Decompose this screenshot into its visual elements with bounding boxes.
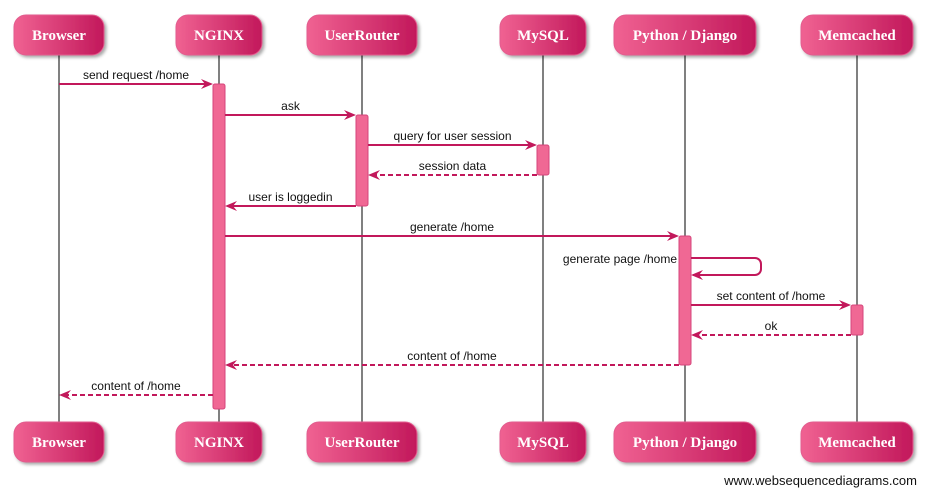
actor-box bbox=[800, 14, 914, 56]
actor-memcached-top[interactable]: Memcached bbox=[800, 14, 914, 56]
message-4: user is loggedin bbox=[225, 190, 356, 211]
activation-memcached bbox=[850, 304, 864, 336]
actor-browser-bottom[interactable]: Browser bbox=[13, 421, 105, 463]
actor-userrouter-top[interactable]: UserRouter bbox=[306, 14, 418, 56]
message-label: user is loggedin bbox=[248, 190, 332, 204]
message-label: content of /home bbox=[407, 349, 497, 363]
arrowhead bbox=[344, 110, 356, 120]
actor-label: Python / Django bbox=[633, 28, 737, 44]
actor-box bbox=[306, 421, 418, 463]
actor-label: Memcached bbox=[818, 28, 896, 44]
watermark[interactable]: www.websequencediagrams.com bbox=[724, 473, 917, 488]
actor-box bbox=[13, 421, 105, 463]
actor-label: NGINX bbox=[194, 28, 244, 44]
actor-box bbox=[499, 14, 587, 56]
actor-mysql-top[interactable]: MySQL bbox=[499, 14, 587, 56]
message-0: send request /home bbox=[59, 68, 213, 89]
actor-label: MySQL bbox=[517, 435, 569, 451]
arrowhead bbox=[691, 330, 703, 340]
actor-userrouter-bottom[interactable]: UserRouter bbox=[306, 421, 418, 463]
actor-browser-top[interactable]: Browser bbox=[13, 14, 105, 56]
message-label: generate /home bbox=[410, 220, 494, 234]
actor-mysql-bottom[interactable]: MySQL bbox=[499, 421, 587, 463]
actor-nginx-top[interactable]: NGINX bbox=[175, 14, 263, 56]
message-label: content of /home bbox=[91, 379, 181, 393]
activation-mysql bbox=[536, 144, 550, 176]
actor-django-bottom[interactable]: Python / Django bbox=[613, 421, 757, 463]
actor-label: Python / Django bbox=[633, 435, 737, 451]
arrowhead bbox=[691, 270, 703, 280]
actor-label: Memcached bbox=[818, 435, 896, 451]
actor-nginx-bottom[interactable]: NGINX bbox=[175, 421, 263, 463]
actor-box bbox=[175, 421, 263, 463]
actor-box bbox=[613, 421, 757, 463]
message-3: session data bbox=[368, 159, 537, 180]
message-label: send request /home bbox=[83, 68, 189, 82]
actor-box bbox=[613, 14, 757, 56]
activation-userrouter bbox=[355, 114, 369, 207]
actor-label: NGINX bbox=[194, 435, 244, 451]
message-label: ask bbox=[281, 99, 301, 113]
actor-box bbox=[13, 14, 105, 56]
self-arrow-line bbox=[691, 257, 762, 276]
message-label: set content of /home bbox=[717, 289, 826, 303]
actor-label: Browser bbox=[32, 435, 86, 451]
actor-box bbox=[800, 421, 914, 463]
actor-label: UserRouter bbox=[325, 435, 400, 451]
message-8: ok bbox=[691, 319, 851, 340]
actor-label: UserRouter bbox=[325, 28, 400, 44]
actor-label: Browser bbox=[32, 28, 86, 44]
arrowhead bbox=[225, 201, 237, 211]
activation-nginx bbox=[212, 83, 226, 410]
arrowhead bbox=[525, 140, 537, 150]
activation-django bbox=[678, 235, 692, 366]
arrowhead bbox=[225, 360, 237, 370]
message-label: query for user session bbox=[393, 129, 511, 143]
arrowhead bbox=[59, 390, 71, 400]
arrowhead bbox=[667, 231, 679, 241]
message-label: ok bbox=[765, 319, 779, 333]
message-9: content of /home bbox=[225, 349, 679, 370]
arrowhead bbox=[201, 79, 213, 89]
actor-memcached-bottom[interactable]: Memcached bbox=[800, 421, 914, 463]
message-2: query for user session bbox=[368, 129, 537, 150]
message-6: generate page /home bbox=[563, 252, 762, 280]
message-10: content of /home bbox=[59, 379, 213, 400]
actor-box bbox=[499, 421, 587, 463]
actor-django-top[interactable]: Python / Django bbox=[613, 14, 757, 56]
actor-box bbox=[306, 14, 418, 56]
actor-box bbox=[175, 14, 263, 56]
message-1: ask bbox=[225, 99, 356, 120]
arrowhead bbox=[839, 300, 851, 310]
message-7: set content of /home bbox=[691, 289, 851, 310]
message-label: generate page /home bbox=[563, 252, 677, 266]
actor-label: MySQL bbox=[517, 28, 569, 44]
message-5: generate /home bbox=[225, 220, 679, 241]
message-label: session data bbox=[419, 159, 487, 173]
arrowhead bbox=[368, 170, 380, 180]
